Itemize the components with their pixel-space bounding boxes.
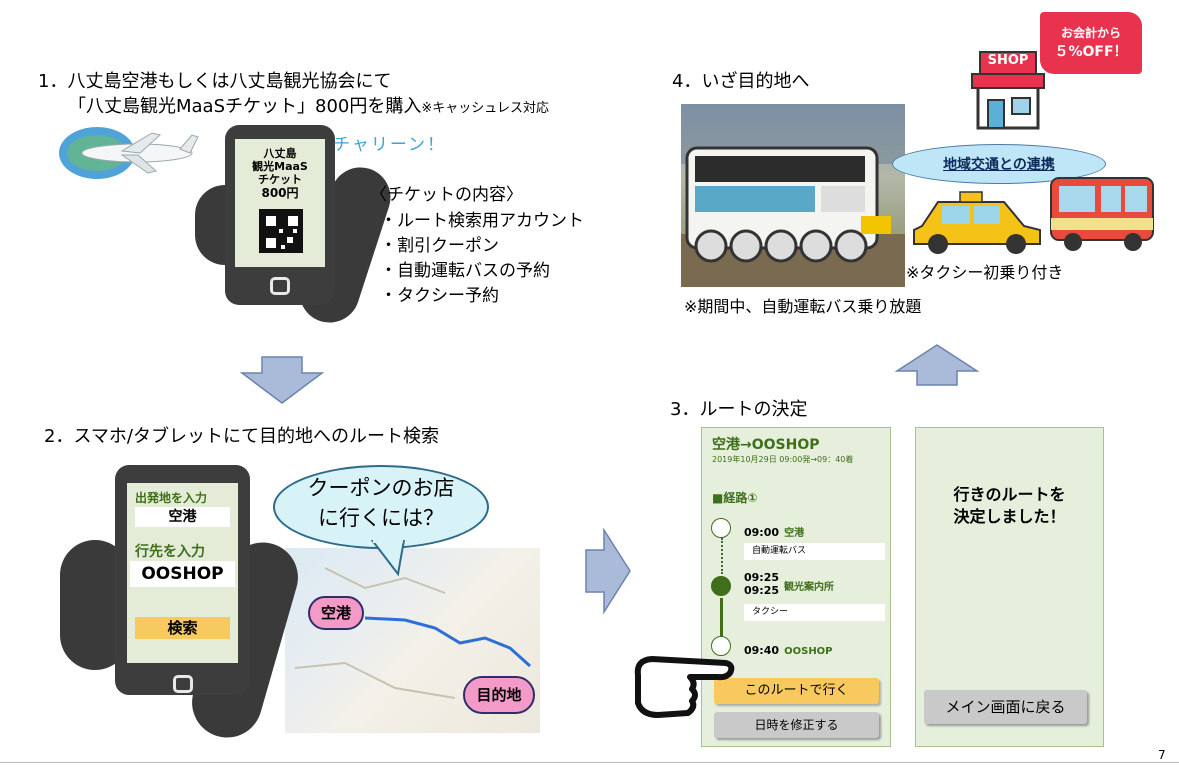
step4-title: 4．いざ目的地へ xyxy=(672,71,810,92)
shop-icon xyxy=(971,51,1045,130)
transport-mode: タクシー xyxy=(744,604,885,621)
stop-time: 09:40 xyxy=(744,644,780,657)
destination-input[interactable]: OOSHOP xyxy=(130,561,235,587)
destination-label: 行先を入力 xyxy=(135,544,205,560)
discount-line1: お会計から xyxy=(1060,26,1121,40)
route-date: 2019年10月29日 09:00発→09：40着 xyxy=(712,455,854,464)
phone-in-hand-1: 八丈島 観光MaaS チケット 800円 xyxy=(195,125,399,331)
ticket-content-item: ・自動運転バスの予約 xyxy=(380,261,550,281)
phone-in-hand-2: 出発地を入力 空港 行先を入力 OOSHOP 検索 xyxy=(60,460,307,746)
search-button[interactable]: 検索 xyxy=(135,617,230,639)
stop-marker xyxy=(711,518,731,538)
ticket-price: 800円 xyxy=(261,186,299,200)
origin-label: 出発地を入力 xyxy=(135,491,208,505)
edit-datetime-button[interactable]: 日時を修正する xyxy=(714,712,879,738)
step1-title-text: 「八丈島観光MaaSチケット」800円を購入 xyxy=(68,96,422,117)
stop-marker xyxy=(711,576,731,596)
confirmation-panel: 行きのルートを 決定しました！ メイン画面に戻る xyxy=(915,427,1104,747)
stop-place: 観光案内所 xyxy=(784,582,834,593)
qr-code-icon xyxy=(259,209,303,253)
stop-row: 09:40 OOSHOP xyxy=(744,639,833,658)
bubble-tail-icon xyxy=(370,540,406,576)
arrow-up-icon xyxy=(895,344,979,386)
bus-icon xyxy=(1050,177,1154,251)
bubble-line1: クーポンのお店 xyxy=(307,476,455,500)
discount-line2: ５%OFF！ xyxy=(1054,44,1128,60)
ticket-content-item: ・タクシー予約 xyxy=(380,286,499,306)
taxi-note: ※タクシー初乗り付き xyxy=(906,263,1064,282)
footer-divider xyxy=(0,762,1179,763)
home-button xyxy=(173,675,193,693)
transport-mode: 自動運転バス xyxy=(744,543,885,560)
route-title: 空港→OOSHOP xyxy=(712,437,820,453)
airplane-icon xyxy=(59,127,199,179)
step3-title: 3．ルートの決定 xyxy=(670,399,808,420)
step1-title-line1: 1．八丈島空港もしくは八丈島観光協会にて xyxy=(38,71,392,92)
phone-screen: 八丈島 観光MaaS チケット 800円 xyxy=(235,139,325,267)
discount-badge: お会計から ５%OFF！ xyxy=(1040,12,1142,74)
stop-place: 空港 xyxy=(784,528,805,539)
stop-place: OOSHOP xyxy=(784,646,833,657)
autonomous-bus-photo xyxy=(681,104,905,287)
pointing-hand-icon xyxy=(634,656,735,718)
ticket-contents-header: 〈チケットの内容〉 xyxy=(370,185,523,205)
back-to-main-button[interactable]: メイン画面に戻る xyxy=(924,690,1087,724)
phone-body: 八丈島 観光MaaS チケット 800円 xyxy=(225,125,335,305)
route-connector xyxy=(720,598,723,638)
stop-time: 09:00 xyxy=(744,526,780,539)
ticket-line2: 観光MaaS xyxy=(252,160,308,173)
local-transport-link: 地域交通との連携 xyxy=(892,144,1106,184)
arrow-down-icon xyxy=(240,356,324,404)
home-button xyxy=(270,277,290,295)
local-transport-label: 地域交通との連携 xyxy=(943,157,1055,173)
stop-time: 09:25 09:25 xyxy=(744,571,780,597)
decided-line2: 決定しました！ xyxy=(953,507,1066,526)
step2-title: 2．スマホ/タブレットにて目的地へのルート検索 xyxy=(44,426,439,447)
phone-body: 出発地を入力 空港 行先を入力 OOSHOP 検索 xyxy=(115,465,250,695)
bubble-line2: に行くには？ xyxy=(318,506,444,530)
bus-illustration xyxy=(681,104,905,287)
ticket-line1: 八丈島 xyxy=(263,147,297,160)
route-map: 空港 目的地 xyxy=(285,548,540,733)
route-line-icon xyxy=(294,567,532,699)
select-route-button[interactable]: このルートで行く xyxy=(714,678,879,704)
phone-screen: 出発地を入力 空港 行先を入力 OOSHOP 検索 xyxy=(127,483,238,663)
arrow-right-icon xyxy=(585,528,631,614)
stop-row: 09:00 空港 xyxy=(744,521,804,540)
route-panel: 空港→OOSHOP 2019年10月29日 09:00発→09：40着 ■経路①… xyxy=(701,427,891,747)
chime-text: チャリーン！ xyxy=(333,135,446,155)
route-heading: ■経路① xyxy=(712,491,758,505)
map-pin-airport: 空港 xyxy=(308,596,364,630)
ticket-content-item: ・割引クーポン xyxy=(380,236,499,256)
free-ride-note: ※期間中、自動運転バス乗り放題 xyxy=(684,297,922,316)
stop-marker xyxy=(711,636,731,656)
page-number: 7 xyxy=(1158,748,1166,762)
route-connector xyxy=(721,538,723,574)
taxi-icon xyxy=(913,191,1041,254)
cashless-note: ※キャッシュレス対応 xyxy=(421,101,550,116)
origin-input[interactable]: 空港 xyxy=(135,507,230,527)
question-bubble: クーポンのお店 に行くには？ xyxy=(273,465,489,549)
shop-sign: SHOP xyxy=(987,53,1029,68)
step1-title-line2: 「八丈島観光MaaSチケット」800円を購入※キャッシュレス対応 xyxy=(68,92,549,118)
map-pin-destination: 目的地 xyxy=(463,676,535,714)
decided-message: 行きのルートを 決定しました！ xyxy=(916,484,1103,528)
decided-line1: 行きのルートを xyxy=(953,485,1066,504)
ticket-line3: チケット xyxy=(258,173,302,186)
ticket-content-item: ・ルート検索用アカウント xyxy=(380,211,584,231)
